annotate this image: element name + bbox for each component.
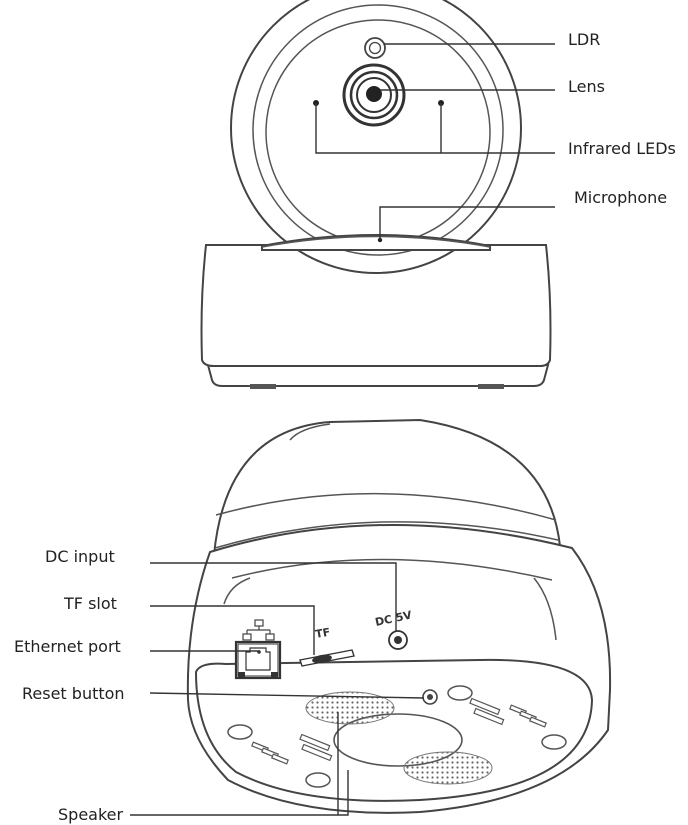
foot-left-top <box>227 724 253 740</box>
foot-left-bottom <box>305 772 331 788</box>
tf-slot-label: TF slot <box>63 594 117 613</box>
network-icon <box>242 619 275 641</box>
speaker-leader-line <box>130 712 349 816</box>
microphone-label: Microphone <box>574 188 667 207</box>
ldr-label: LDR <box>568 30 600 49</box>
vent-slots-right <box>469 697 547 728</box>
reset-button <box>422 689 438 705</box>
vent-slots-left <box>251 733 333 765</box>
speaker-label: Speaker <box>58 805 124 824</box>
camera-base <box>200 244 552 389</box>
reset-button-leader-line <box>149 692 425 699</box>
lens-label: Lens <box>568 77 605 96</box>
infrared-leds-leader-line <box>315 103 555 154</box>
front-view: LDR Lens Infrared LEDs Microphone <box>200 0 676 389</box>
foot-right-top <box>447 685 473 701</box>
tf-slot-leader-line <box>150 605 315 655</box>
lens-assembly <box>342 63 406 127</box>
speaker-grille-left <box>305 691 395 725</box>
microphone-leader-line <box>379 206 555 240</box>
speaker-grille-right <box>403 751 493 785</box>
foot-right-bottom <box>541 734 567 750</box>
camera-head <box>230 0 522 274</box>
tf-slot: TF <box>299 626 355 667</box>
dc-input-label: DC input <box>45 547 115 566</box>
ethernet-port <box>234 640 282 680</box>
tf-marking: TF <box>314 626 331 641</box>
reset-button-label: Reset button <box>22 684 125 703</box>
ethernet-port-label: Ethernet port <box>14 637 121 656</box>
infrared-leds-label: Infrared LEDs <box>568 139 676 158</box>
dc-input-leader-line <box>150 562 397 632</box>
ldr-sensor <box>364 37 386 59</box>
ports-panel: TF DC 5V <box>234 608 413 680</box>
camera-dome <box>212 418 562 557</box>
bottom-view: TF DC 5V DC input TF slot Ethernet port … <box>14 418 612 824</box>
